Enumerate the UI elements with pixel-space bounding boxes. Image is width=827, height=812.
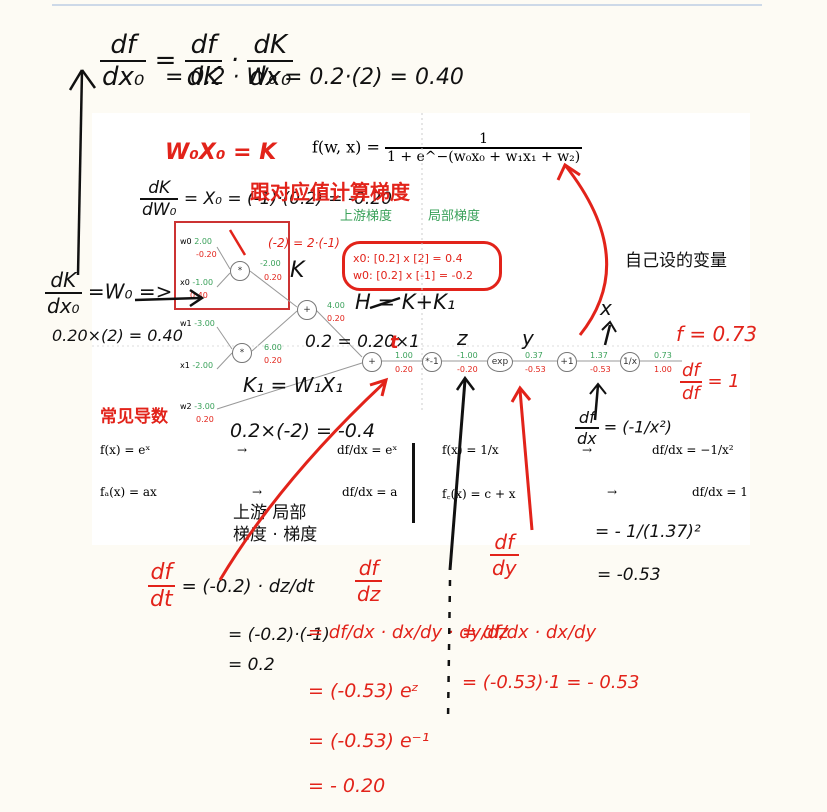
k-label: K (290, 258, 305, 283)
mid-val-6: 0.37 (525, 351, 543, 360)
highlight-rect (174, 221, 290, 310)
df-dt-line3: = 0.2 (228, 655, 275, 675)
df-dz-line4: = - 0.20 (308, 775, 386, 797)
k1-eq: K₁ = W₁X₁ (243, 373, 344, 397)
self-var-label: 自己设的变量 (625, 251, 727, 271)
dt-arrow-icon (218, 377, 389, 581)
deriv-f-ax: fₐ(x) = ax (100, 485, 157, 499)
mid-grad-6: -0.53 (525, 365, 546, 374)
mid-grad-4: 0.20 (395, 365, 413, 374)
z-label: z (457, 326, 468, 350)
up-arrow-icon (68, 69, 97, 276)
upstream-hw: 上游 局部 (233, 503, 307, 523)
t-value: 0.2 = 0.20×1 (305, 332, 420, 352)
left-arrows-icon (134, 229, 401, 310)
deriv-d-exp: df/dx = eˣ (337, 443, 398, 457)
mid-grad-3: 0.20 (327, 314, 345, 323)
divider-bar (412, 443, 415, 523)
mid-val-7: 1.37 (590, 351, 608, 360)
x-label: x (600, 296, 612, 320)
y-label: y (522, 326, 534, 350)
deriv-f-recip: f(x) = 1/x (442, 443, 499, 457)
df-dx-line3: = -0.53 (597, 565, 661, 585)
deriv-f-cx: f꜀(x) = c + x (442, 487, 516, 501)
df-dy-line2: = (-0.53)·1 = - 0.53 (462, 672, 640, 693)
df-dz-line3: = (-0.53) e⁻¹ (308, 730, 430, 752)
mid-grad-7: -0.53 (590, 365, 611, 374)
mid-val-2: 6.00 (264, 343, 282, 352)
output-grad: 1.00 (654, 365, 672, 374)
input-w1: w1 -3.00 (180, 319, 215, 328)
dk-dx0-line2: 0.20×(2) = 0.40 (52, 326, 183, 345)
upstream-grad-label: 上游梯度 (340, 209, 393, 224)
arrow-3: → (252, 485, 263, 499)
df-dz-line2: = (-0.53) eᶻ (308, 680, 419, 702)
f-value: f = 0.73 (676, 322, 758, 346)
mid-val-1: -2.00 (260, 259, 281, 268)
exp-node: exp (487, 352, 513, 372)
df-dx-line2: = - 1/(1.37)² (595, 522, 701, 542)
input-w2: w2 -3.00 (180, 402, 215, 411)
local-grad-label: 局部梯度 (428, 209, 481, 224)
common-derivatives-label: 常见导数 (100, 407, 168, 427)
mid-grad-2: 0.20 (264, 356, 282, 365)
h-eq: H = K+K₁ (355, 290, 456, 314)
deriv-d-ax: df/dx = a (342, 485, 398, 499)
arrow-4: → (607, 485, 618, 499)
output-val: 0.73 (654, 351, 672, 360)
df-dt-line2: = (-0.2)·(-1) (228, 625, 330, 645)
deriv-f-exp: f(x) = eˣ (100, 443, 151, 457)
mult-note: (-2) = 2·(-1) (268, 236, 340, 250)
input-x1: x1 -2.00 (180, 361, 214, 370)
neg-node: *-1 (422, 352, 442, 372)
df-dz-chain: = df/dx · dx/dy · dy/dz (308, 622, 509, 643)
top-rule (52, 4, 762, 6)
bottom-divider (446, 580, 452, 721)
mid-grad-1: 0.20 (264, 273, 282, 282)
mid-val-4: 1.00 (395, 351, 413, 360)
recip-node: 1/x (620, 352, 640, 372)
chinese-title: 跟对应值计算梯度 (250, 180, 410, 204)
mid-val-3: 4.00 (327, 301, 345, 310)
input-w0: w0 2.00 (180, 237, 212, 246)
w0x0-note: W₀X₀ = K (165, 140, 277, 165)
t-label: t (390, 332, 399, 353)
plus1-node: +1 (557, 352, 577, 372)
df-dy-chain: = df/dx · dx/dy (462, 622, 597, 643)
input-x0: x0 -1.00 (180, 278, 214, 287)
add-node-1: + (297, 300, 317, 320)
deriv-d-recip: df/dx = −1/x² (652, 443, 734, 457)
deriv-d-cx: df/dx = 1 (692, 485, 748, 499)
mul-node-2: * (232, 343, 252, 363)
grad-w0: -0.20 (196, 250, 217, 259)
mid-grad-5: -0.20 (457, 365, 478, 374)
grad-w2: 0.20 (196, 415, 214, 424)
mul-node-1: * (230, 261, 250, 281)
right-arrows-icon (448, 162, 617, 570)
add-node-2: + (362, 352, 382, 372)
arrow-1: → (237, 443, 248, 457)
gradient-box: x0: [0.2] x [2] = 0.4 w0: [0.2] x [-1] =… (342, 241, 502, 291)
mid-val-5: -1.00 (457, 351, 478, 360)
arrow-2: → (582, 443, 593, 457)
top-derivation-line2: = 0.2 · W₀ = 0.2·(2) = 0.40 (165, 65, 464, 90)
